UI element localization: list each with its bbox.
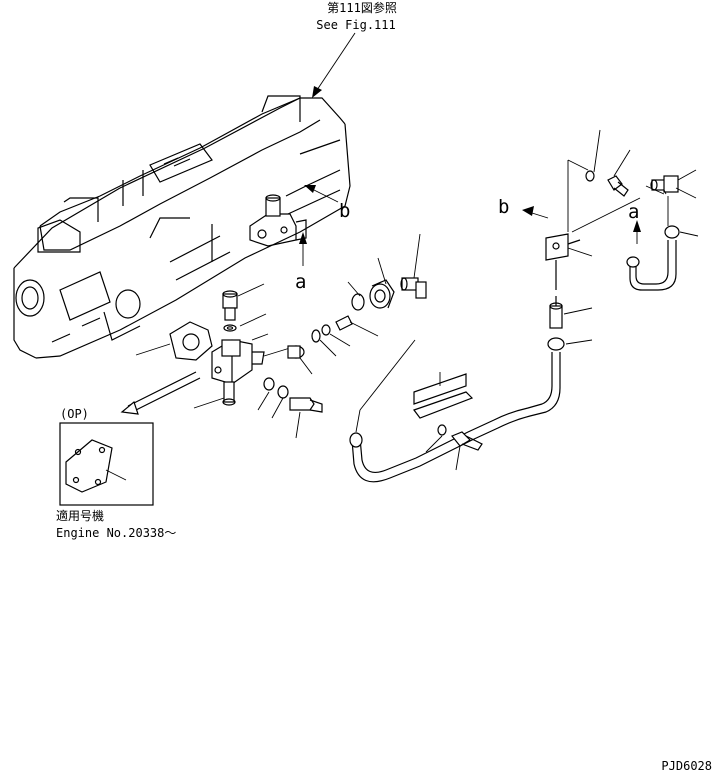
gasket bbox=[169, 321, 213, 361]
option-label: (OP) bbox=[60, 407, 89, 421]
drawing-code: PJD6028 bbox=[661, 759, 712, 773]
washer-lower-1 bbox=[263, 377, 275, 391]
elbow-fitting bbox=[400, 277, 427, 299]
pipe-bolt bbox=[451, 431, 483, 451]
engine-cylinder-head bbox=[13, 95, 351, 359]
sleeve bbox=[335, 315, 353, 331]
figure-reference-jp: 第111図参照 bbox=[327, 0, 397, 15]
pipe-washer bbox=[437, 424, 447, 436]
washer-large bbox=[351, 293, 365, 311]
plug bbox=[287, 345, 305, 359]
adapter-fitting bbox=[222, 290, 238, 332]
option-reference-arrow bbox=[120, 371, 201, 415]
label-b-right: b bbox=[498, 196, 509, 218]
pipe-clamp bbox=[413, 372, 474, 419]
mounting-bracket-right bbox=[545, 233, 581, 290]
washer-small bbox=[311, 329, 321, 343]
detail-a-elbow bbox=[650, 175, 679, 193]
bolt-top-right bbox=[607, 175, 629, 197]
applicable-serial-label-jp: 適用号機 bbox=[56, 508, 104, 523]
detail-a-pipe bbox=[626, 225, 680, 291]
engine-number: Engine No.20338～ bbox=[56, 526, 176, 540]
label-a-left: a bbox=[295, 271, 306, 293]
label-a-right: a bbox=[628, 201, 639, 223]
b-arrowhead-right bbox=[522, 206, 534, 216]
reference-arrowhead bbox=[312, 86, 322, 98]
option-box bbox=[59, 422, 154, 506]
figure-reference-en: See Fig.111 bbox=[316, 18, 395, 32]
washer-top-right bbox=[585, 170, 595, 182]
oil-pipe-main bbox=[351, 352, 561, 483]
adapter-bolt bbox=[222, 381, 236, 406]
adapter-block bbox=[211, 339, 265, 385]
washer-lower-2 bbox=[277, 385, 289, 399]
pipe-nut-left bbox=[349, 432, 363, 448]
a-arrowhead-left bbox=[299, 232, 307, 244]
mounting-bracket bbox=[249, 194, 307, 247]
a-arrowhead-right bbox=[633, 220, 641, 232]
label-b-left: b bbox=[339, 200, 350, 222]
union-nut bbox=[369, 279, 395, 309]
b-arrowhead-left bbox=[304, 185, 316, 193]
hex-bolt-lower bbox=[289, 397, 323, 413]
washer-pair bbox=[321, 324, 331, 336]
pipe-connector-upper bbox=[547, 296, 565, 351]
cover-plate bbox=[65, 439, 113, 493]
